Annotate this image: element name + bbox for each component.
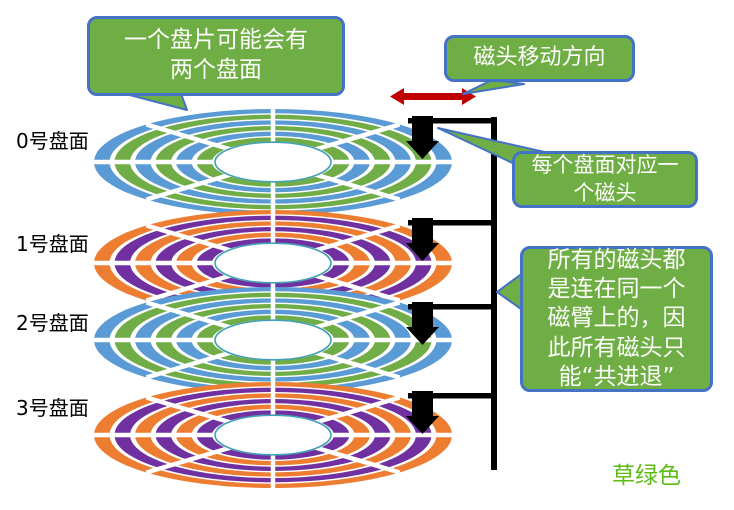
spindle-hole: [214, 141, 332, 183]
spindle-hole: [214, 414, 332, 456]
actuator-arm-branch: [408, 304, 497, 310]
platter-surface-0: [94, 109, 452, 215]
surface-label-1: 1号盘面: [16, 232, 89, 256]
head-body: [412, 116, 433, 143]
callout-head-direction: 磁头移动方向: [444, 35, 635, 82]
callout-shared-arm-text: 所有的磁头都 是连在同一个 磁臂上的，因 此所有磁头只 能“共进退”: [547, 247, 686, 390]
read-write-head-3: [406, 391, 439, 434]
callout-head-per-surface: 每个盘面对应一 个磁头: [512, 151, 698, 208]
surface-label-2: 2号盘面: [16, 311, 89, 335]
callout-shared-arm: 所有的磁头都 是连在同一个 磁臂上的，因 此所有磁头只 能“共进退”: [520, 246, 713, 392]
surface-label-3: 3号盘面: [16, 396, 89, 420]
read-write-head-2: [406, 302, 439, 345]
actuator-arm-shaft: [491, 117, 497, 470]
callout-head-per-surface-text: 每个盘面对应一 个磁头: [531, 153, 679, 205]
head-tip: [406, 243, 439, 261]
callout-head-direction-tail: [462, 79, 525, 95]
head-movement-arrow: [390, 88, 476, 105]
platter-surface-1: [94, 210, 452, 316]
head-tip: [406, 141, 439, 159]
read-write-head-1: [406, 218, 439, 261]
caption-grass-green: 草绿色: [612, 463, 681, 489]
actuator-arm: [408, 117, 497, 470]
callout-platter-two-surfaces: 一个盘片可能会有 两个盘面: [87, 16, 345, 96]
callout-head-direction-text: 磁头移动方向: [473, 45, 606, 71]
spindle-hole: [214, 319, 332, 361]
actuator-arm-branch: [408, 118, 497, 124]
head-body: [412, 302, 433, 329]
head-tip: [406, 416, 439, 434]
head-body: [412, 218, 433, 245]
read-write-head-0: [406, 116, 439, 159]
spindle-hole: [214, 242, 332, 284]
surface-label-0: 0号盘面: [16, 129, 89, 153]
callout-platter-two-surfaces-text: 一个盘片可能会有 两个盘面: [124, 27, 308, 83]
head-tip: [406, 327, 439, 345]
actuator-arm-branch: [408, 220, 497, 226]
platter-surface-2: [94, 287, 452, 393]
actuator-arm-branch: [408, 393, 497, 399]
platter-surface-3: [94, 382, 452, 488]
head-body: [412, 391, 433, 418]
